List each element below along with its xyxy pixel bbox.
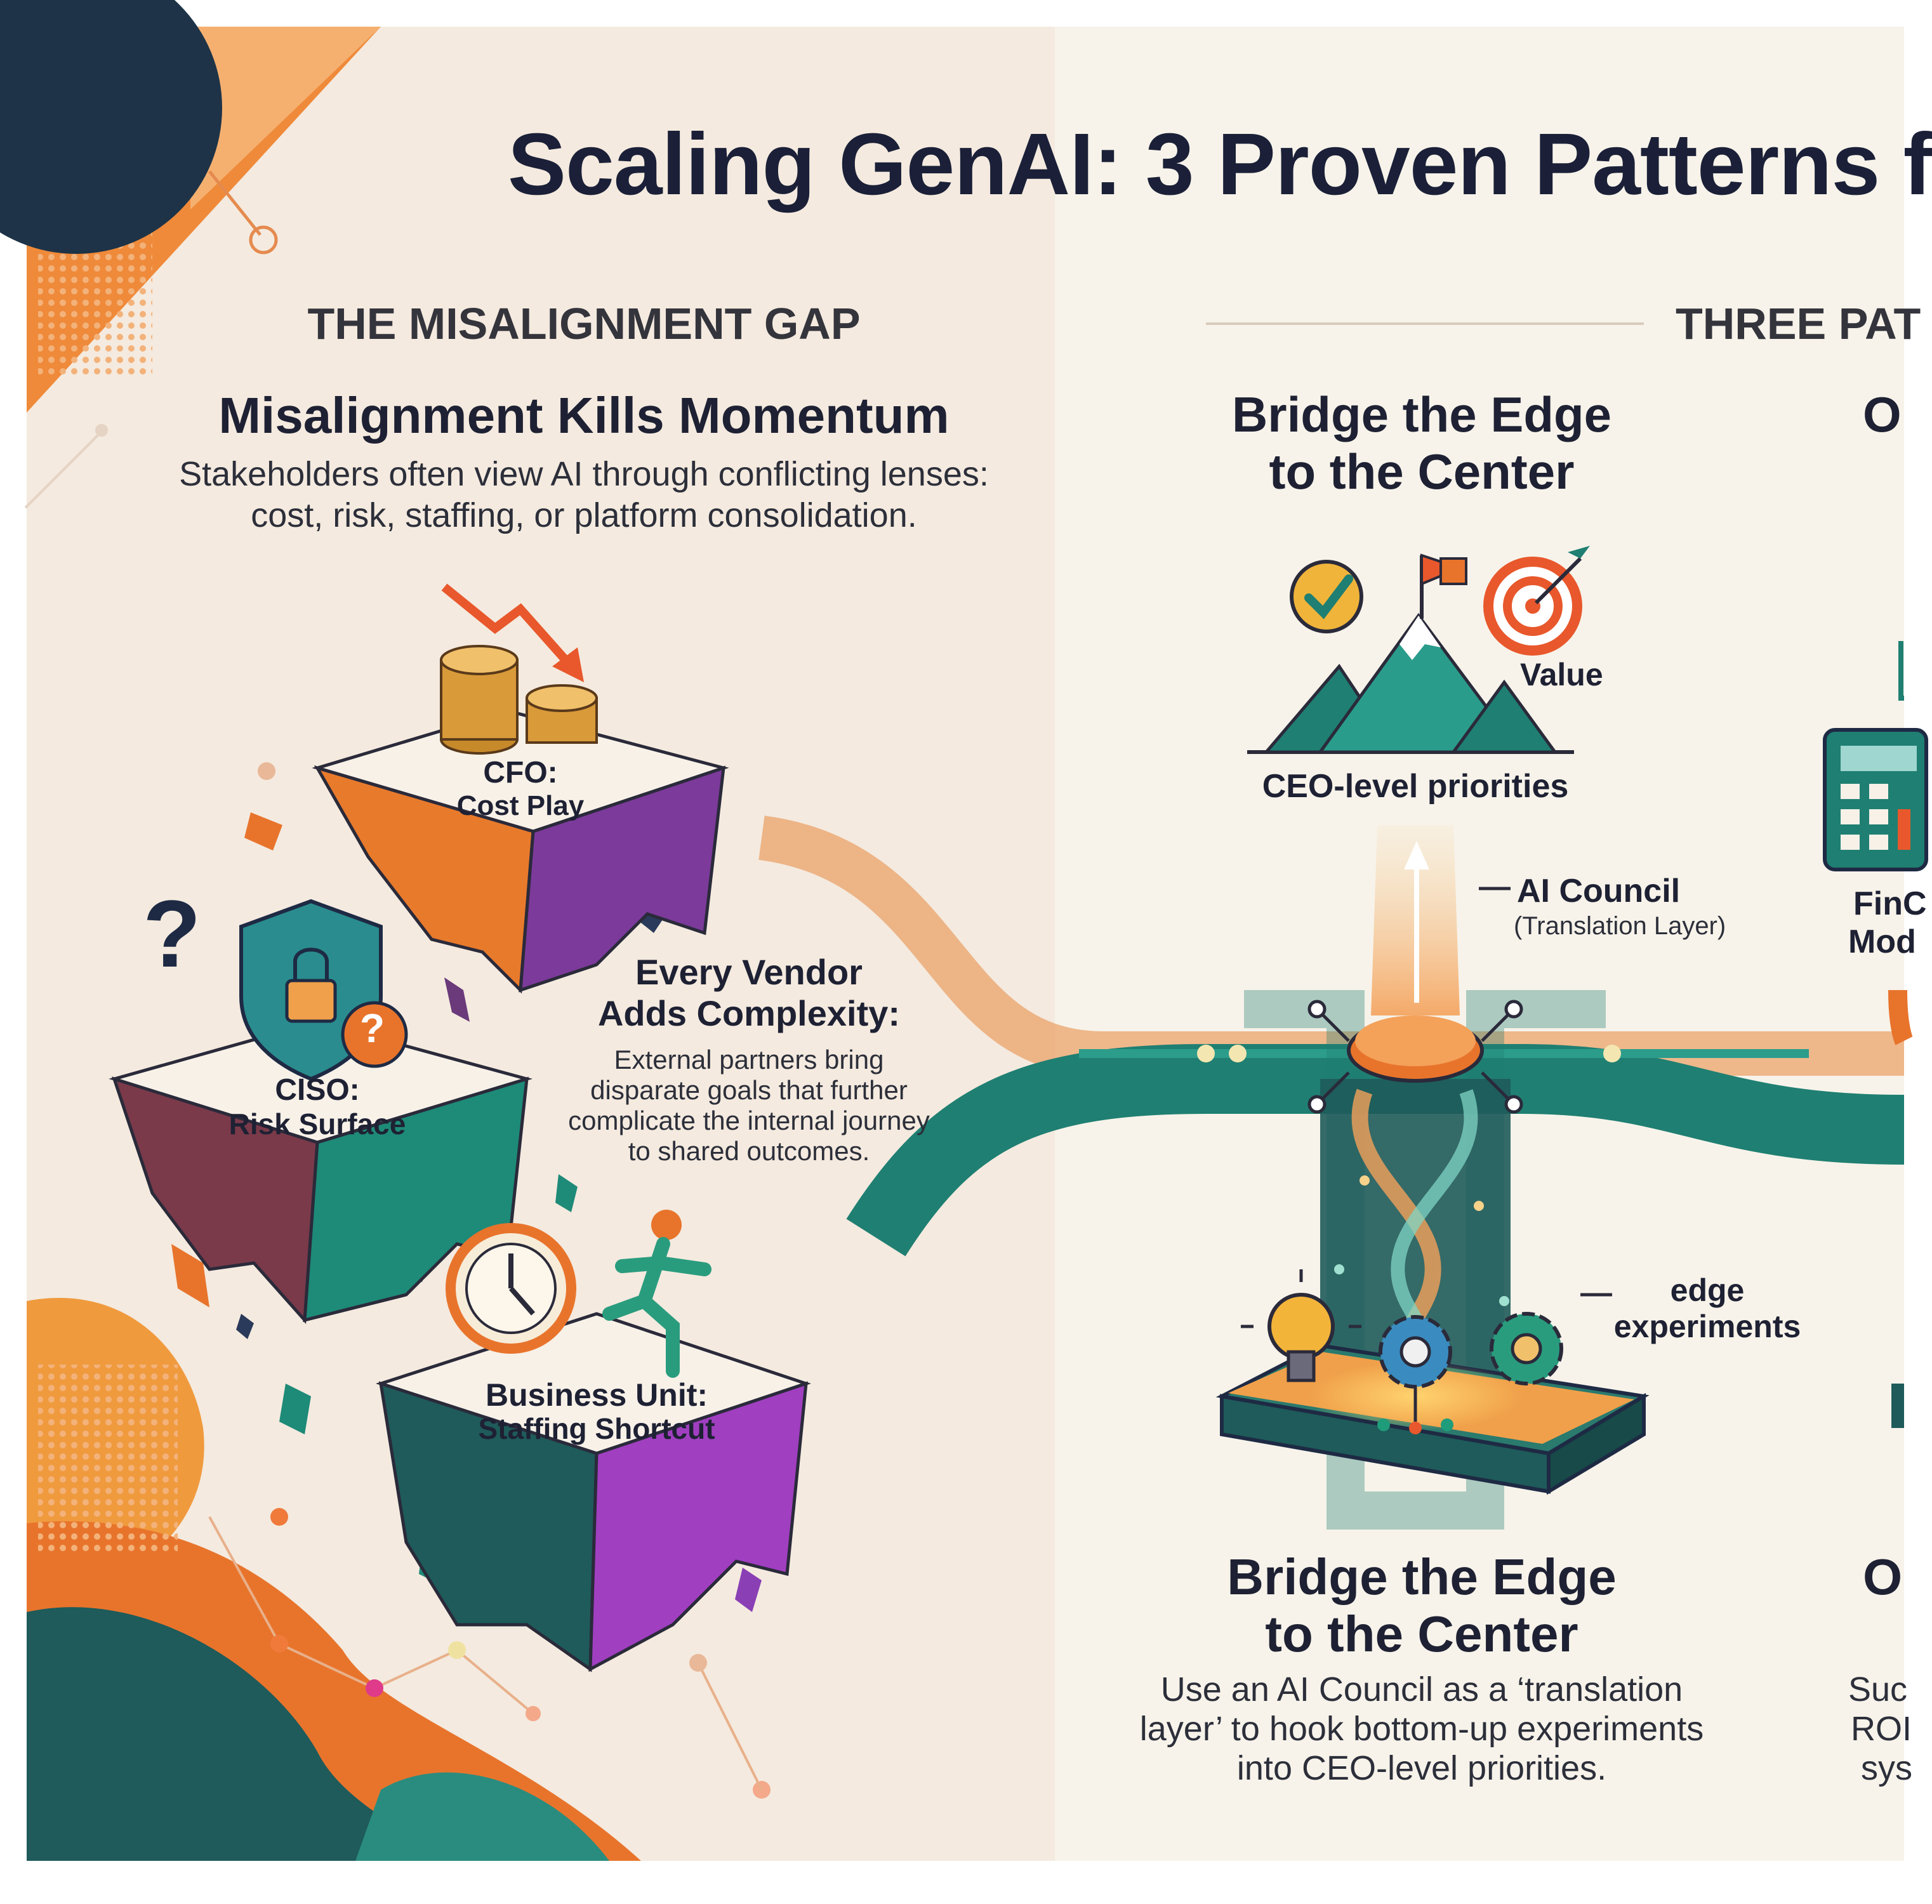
calculator-icon — [1823, 728, 1928, 871]
right-panel-bg — [1055, 27, 1904, 1861]
ai-council-label: AI Council — [1517, 873, 1681, 909]
cfo-lens-label: Cost Play — [456, 790, 585, 821]
pattern2-top-heading: O — [1863, 387, 1902, 442]
three-patterns-section-label: THREE PAT — [1676, 299, 1921, 348]
question-mark-icon: ? — [143, 880, 201, 987]
lightbulb-icon — [1241, 1269, 1361, 1382]
page-title: Scaling GenAI: 3 Proven Patterns f — [508, 116, 1932, 213]
misalignment-section-label: THE MISALIGNMENT GAP — [307, 299, 861, 348]
clock-runner-icon — [446, 1210, 711, 1378]
misalignment-description-line2: cost, risk, staffing, or platform consol… — [251, 496, 917, 534]
misalignment-description-line1: Stakeholders often view AI through confl… — [179, 455, 989, 493]
business-unit-role-label: Business Unit: — [485, 1377, 708, 1413]
ciso-role-label: CISO: — [275, 1073, 360, 1107]
pattern1-top-heading-line2: to the Center — [1269, 444, 1575, 499]
vendor-heading-line2: Adds Complexity: — [597, 993, 901, 1033]
gear-icon — [1377, 1315, 1453, 1434]
cfo-island — [312, 583, 729, 994]
pattern1-bottom-heading-line2: to the Center — [1265, 1606, 1578, 1662]
edge-label-line1: edge — [1670, 1273, 1745, 1308]
vendor-body-line1: External partners bring — [614, 1045, 884, 1074]
top-left-decoration — [0, 0, 381, 509]
misalignment-heading: Misalignment Kills Momentum — [218, 387, 949, 444]
cfo-role-label: CFO: — [483, 756, 558, 790]
pattern1-body-line2: layer’ to hook bottom-up experiments — [1139, 1710, 1704, 1748]
up-arrow-icon — [1404, 841, 1429, 1003]
check-circle-icon — [1290, 560, 1363, 633]
pattern1-body-line1: Use an AI Council as a ‘translation — [1160, 1670, 1683, 1709]
target-icon — [1483, 546, 1590, 656]
pattern1-bottom-heading-line1: Bridge the Edge — [1227, 1549, 1617, 1605]
value-label: Value — [1520, 657, 1603, 692]
small-question-icon: ? — [360, 1005, 385, 1051]
coins-down-arrow-icon — [440, 583, 598, 755]
vendor-body-line2: disparate goals that further — [590, 1075, 908, 1105]
pattern1-body-line3: into CEO-level priorities. — [1236, 1749, 1607, 1787]
pattern2-body-line1: Suc — [1848, 1670, 1908, 1709]
vendor-heading-line1: Every Vendor — [635, 952, 863, 992]
edge-label-line2: experiments — [1613, 1309, 1801, 1344]
edge-experiments-platform — [1215, 1343, 1650, 1495]
fin-label-partial-line2: Mod — [1848, 923, 1916, 960]
partial-chart-icon — [1898, 641, 1904, 701]
gear-icon-2 — [1490, 1312, 1563, 1385]
winding-path — [758, 816, 1905, 1257]
ciso-island — [109, 899, 533, 1325]
partial-arrow-icon — [1888, 989, 1913, 1045]
pattern1-top-heading-line1: Bridge the Edge — [1231, 387, 1612, 442]
mountain-value-icon — [1247, 553, 1574, 754]
business-unit-island — [375, 1210, 811, 1672]
partial-platform — [1891, 1384, 1904, 1428]
vendor-body-line4: to shared outcomes. — [628, 1136, 870, 1166]
ceo-priorities-label: CEO-level priorities — [1262, 768, 1569, 805]
fin-label-partial-line1: FinC — [1853, 885, 1927, 922]
pattern2-body-line3: sys — [1861, 1749, 1912, 1787]
shield-lock-icon — [239, 899, 408, 1081]
translation-layer-label: (Translation Layer) — [1514, 912, 1726, 940]
ciso-lens-label: Risk Surface — [228, 1107, 406, 1140]
vendor-body-line3: complicate the internal journey — [568, 1106, 930, 1135]
pattern2-bottom-heading: O — [1863, 1549, 1903, 1605]
pattern2-body-line2: ROI — [1851, 1710, 1912, 1748]
bottom-left-decoration — [27, 1298, 771, 1861]
business-unit-lens-label: Staffing Shortcut — [478, 1412, 715, 1445]
